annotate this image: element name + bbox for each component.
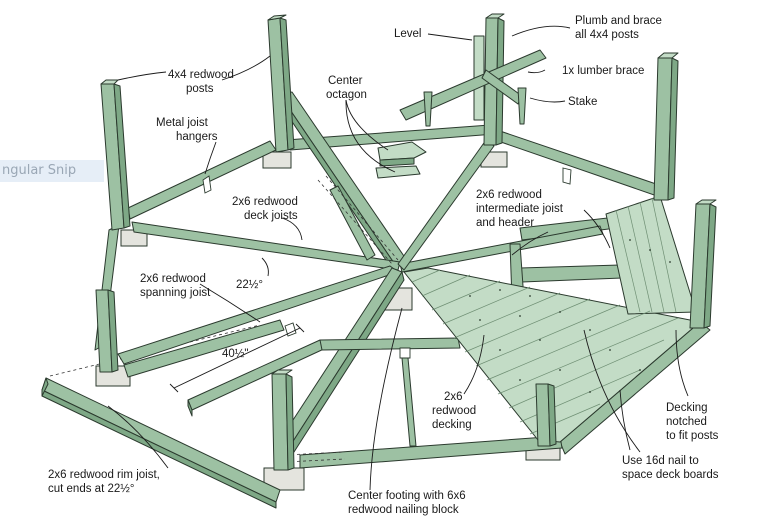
label-plumb-brace: Plumb and brace bbox=[575, 15, 662, 27]
center-octagon bbox=[375, 141, 427, 179]
post bbox=[535, 383, 557, 447]
leader-lines bbox=[107, 25, 689, 491]
labels: Level Plumb and brace all 4x4 posts 1x l… bbox=[48, 15, 719, 516]
label-decking: 2x6 bbox=[444, 391, 463, 403]
label-spanning-joist: 2x6 redwood bbox=[140, 273, 206, 285]
stake bbox=[423, 91, 433, 127]
label-intermediate: intermediate joist bbox=[476, 203, 564, 215]
post bbox=[689, 199, 717, 329]
label-rim-joist: cut ends at 22½° bbox=[48, 483, 134, 495]
decking-wedge bbox=[403, 267, 701, 443]
label-stake: Stake bbox=[568, 96, 597, 108]
label-joist-hangers: hangers bbox=[176, 131, 218, 143]
label-center-octagon: octagon bbox=[326, 89, 367, 101]
label-lumber-brace: 1x lumber brace bbox=[562, 65, 644, 77]
label-nail: space deck boards bbox=[622, 469, 719, 481]
snip-tool-overlay[interactable]: ngular Snip bbox=[0, 160, 104, 182]
loose-rim-joist bbox=[41, 324, 346, 509]
label-plumb-brace: all 4x4 posts bbox=[575, 29, 639, 41]
label-posts: posts bbox=[186, 83, 214, 95]
bracing bbox=[399, 49, 547, 127]
lumber-brace bbox=[399, 49, 547, 121]
post bbox=[267, 14, 295, 153]
joist-back-right bbox=[397, 139, 495, 271]
label-decking: decking bbox=[432, 419, 472, 431]
label-center-octagon: Center bbox=[328, 75, 363, 87]
label-level: Level bbox=[394, 28, 422, 40]
joist-back bbox=[279, 91, 409, 267]
joist-hangers bbox=[202, 167, 572, 359]
dimension-lines bbox=[169, 257, 305, 393]
label-notched: Decking bbox=[666, 402, 708, 414]
label-intermediate: and header bbox=[476, 217, 534, 229]
label-intermediate: 2x6 redwood bbox=[476, 189, 542, 201]
label-dimension: 40½" bbox=[222, 348, 248, 360]
label-footing: redwood nailing block bbox=[348, 504, 459, 516]
spanning-joist-side bbox=[187, 399, 193, 417]
label-joist-hangers: Metal joist bbox=[156, 117, 209, 129]
rim-joist-front bbox=[299, 435, 563, 469]
rim-joist-back-right bbox=[494, 129, 663, 198]
post bbox=[271, 369, 295, 471]
stake bbox=[517, 87, 527, 125]
lumber-brace-2 bbox=[481, 69, 523, 105]
post bbox=[653, 52, 679, 201]
rim-joist-front-left bbox=[123, 319, 285, 378]
label-nail: Use 16d nail to bbox=[622, 455, 699, 467]
label-footing: Center footing with 6x6 bbox=[348, 490, 466, 502]
intermediate-joist bbox=[519, 264, 623, 283]
post bbox=[95, 289, 119, 373]
label-decking: redwood bbox=[432, 405, 476, 417]
label-spanning-joist: spanning joist bbox=[140, 287, 211, 299]
decking-back-wedge bbox=[605, 195, 697, 315]
deck-joists bbox=[117, 91, 623, 453]
joist-back-side bbox=[277, 94, 397, 273]
decking bbox=[403, 195, 701, 443]
post bbox=[100, 79, 131, 231]
label-angle: 22½° bbox=[236, 279, 263, 291]
label-deck-joists: deck joists bbox=[244, 210, 298, 222]
label-rim-joist: 2x6 redwood rim joist, bbox=[48, 469, 160, 481]
label-notched: to fit posts bbox=[666, 430, 719, 442]
label-deck-joists: 2x6 redwood bbox=[232, 196, 298, 208]
header-front bbox=[319, 337, 461, 351]
center-spoke-front bbox=[401, 357, 417, 447]
label-posts: 4x4 redwood bbox=[168, 69, 234, 81]
label-notched: notched bbox=[666, 416, 707, 428]
